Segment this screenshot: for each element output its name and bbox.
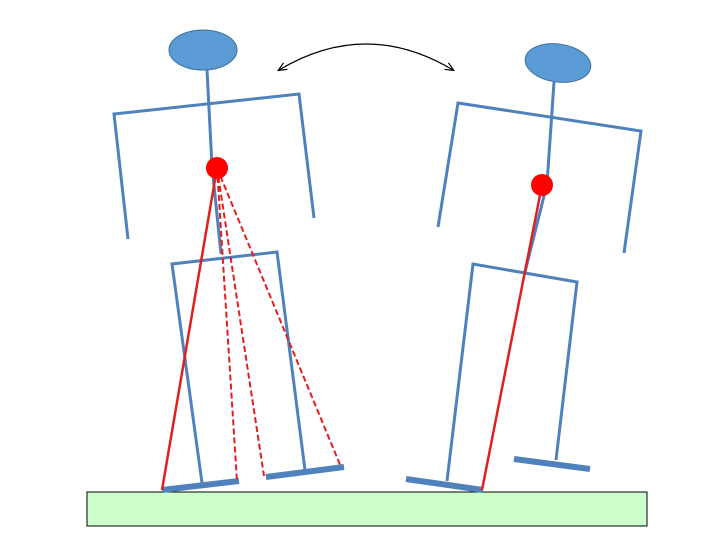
right-figure-legs <box>445 262 579 482</box>
left-com-line-dashed-1 <box>216 167 238 482</box>
transition-arrow-icon <box>279 43 453 70</box>
left-figure <box>112 29 345 493</box>
right-com-line-solid <box>480 184 544 491</box>
left-figure-legs <box>170 250 307 484</box>
right-figure-foot-right <box>513 456 591 472</box>
right-figure-arms <box>436 101 643 254</box>
left-center-of-mass <box>206 157 228 179</box>
left-com-line-dashed-2 <box>216 167 265 477</box>
left-figure-arms <box>112 92 316 240</box>
right-center-of-mass <box>531 174 553 196</box>
right-figure-foot-left <box>405 476 484 493</box>
right-figure <box>405 43 643 493</box>
left-figure-head <box>168 29 238 71</box>
right-figure-head <box>524 43 592 83</box>
left-figure-foot-left <box>161 478 240 493</box>
left-com-line-solid <box>160 167 219 491</box>
left-figure-foot-right <box>265 464 345 480</box>
ground <box>86 491 648 527</box>
left-com-line-dashed-3 <box>216 167 342 468</box>
